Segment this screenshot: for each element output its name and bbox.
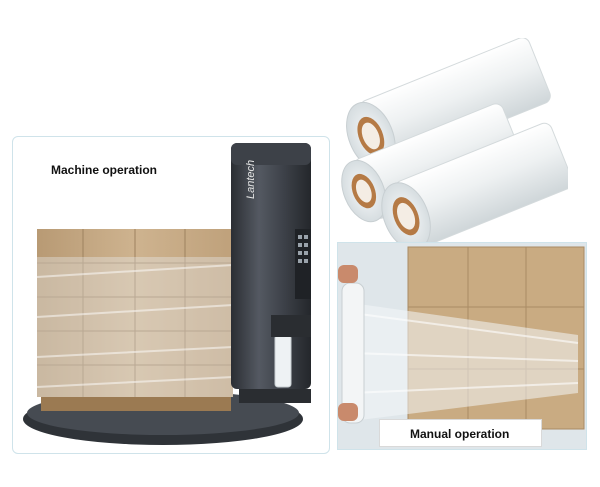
manual-operation-label: Manual operation	[410, 427, 510, 441]
machine-brand-text: Lantech	[245, 160, 257, 199]
machine-operation-panel: Lantech Machine operation	[12, 136, 330, 454]
machine-operation-label: Machine operation	[51, 163, 158, 177]
manual-operation-label-box: Manual operation	[379, 419, 542, 447]
film-rolls-image	[341, 38, 568, 248]
pallet-wrapping-machine-image: Lantech	[23, 143, 311, 445]
